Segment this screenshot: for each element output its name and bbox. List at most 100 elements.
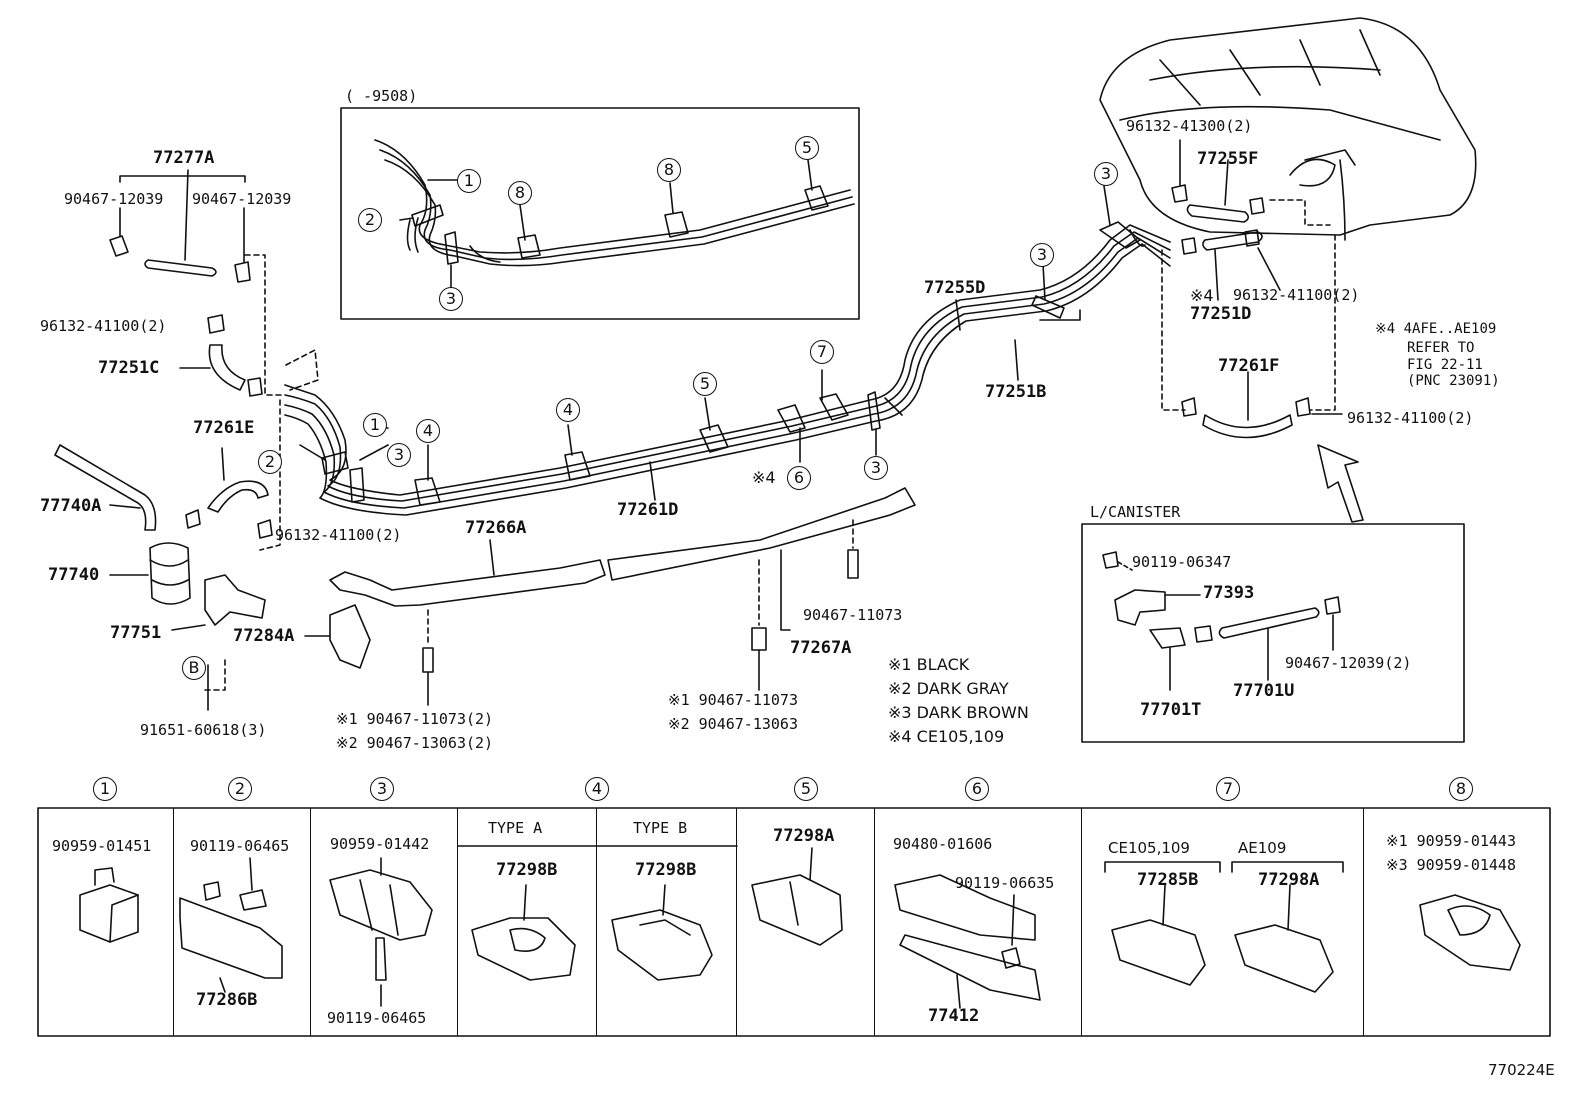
- table-header-1: 1: [93, 777, 117, 801]
- clip-can: [1194, 625, 1213, 643]
- callout-6: 6: [787, 466, 811, 490]
- table-cell-5: [737, 808, 875, 1036]
- clip-junction: [247, 377, 263, 397]
- part-sketch-6: [894, 874, 1041, 1009]
- clip-left-b: [234, 261, 251, 283]
- inset-callout-8b: 8: [657, 158, 681, 182]
- parts-table-frame: [37, 807, 1551, 1037]
- inset-callout-5: 5: [795, 136, 819, 160]
- inset-callout-8a: 8: [508, 181, 532, 205]
- inset-clamps: [411, 185, 829, 265]
- table-header-6: 6: [965, 777, 989, 801]
- note-mark-6: ※4: [752, 468, 776, 487]
- hose-77251C: [208, 344, 246, 391]
- pipe-77740A: [54, 444, 157, 531]
- bolt-left: [422, 647, 434, 673]
- label-96132-41100-d: 96132-41100(2): [1347, 409, 1474, 427]
- bracket-77393: [1114, 589, 1166, 626]
- callout-5: 5: [693, 372, 717, 396]
- callout-3b: 3: [864, 456, 888, 480]
- t2-part-top: 90119-06465: [190, 837, 290, 855]
- clip-96132-b: [257, 519, 273, 539]
- bracket-77284A: [329, 604, 371, 669]
- part-sketch-1: [79, 867, 139, 943]
- label-77267A: 77267A: [790, 638, 852, 658]
- bolt-note-mid-2: ※2 90467-13063: [668, 715, 798, 733]
- part-sketch-4b: [611, 884, 713, 981]
- callout-3d: 3: [1094, 162, 1118, 186]
- bolt-90119-06347: [1102, 551, 1119, 569]
- callout-b: B: [182, 656, 206, 680]
- label-77261D: 77261D: [617, 500, 679, 520]
- part-sketch-7b: [1234, 884, 1334, 993]
- label-77255D: 77255D: [924, 278, 986, 298]
- label-77261F: 77261F: [1218, 356, 1280, 376]
- table-cell-6: [875, 808, 1082, 1036]
- label-90119-06347: 90119-06347: [1132, 553, 1232, 571]
- t8-line1: ※1 90959-01443: [1386, 832, 1516, 850]
- callout-3a: 3: [387, 443, 411, 467]
- refer-note-4: (PNC 23091): [1407, 373, 1500, 389]
- callout-1: 1: [363, 413, 387, 437]
- label-77701U: 77701U: [1233, 681, 1295, 701]
- table-cell-4b: [597, 808, 737, 1036]
- t4b-type: TYPE B: [633, 819, 688, 837]
- label-77261E: 77261E: [193, 418, 255, 438]
- refer-note-2: REFER TO: [1407, 340, 1475, 356]
- t4b-part: 77298B: [635, 860, 697, 880]
- label-77284A: 77284A: [233, 626, 295, 646]
- label-90467-12039-b: 90467-12039: [192, 190, 292, 208]
- t7-part-a: 77285B: [1137, 870, 1199, 890]
- canister-77740: [149, 542, 191, 605]
- table-header-8: 8: [1449, 777, 1473, 801]
- inset-callout-3: 3: [439, 287, 463, 311]
- bolt-mid-b: [751, 627, 767, 651]
- label-77251B: 77251B: [985, 382, 1047, 402]
- inset-pipe-bundle: [374, 139, 855, 267]
- t7-sub-b: AE109: [1238, 839, 1287, 857]
- t3-part-top: 90959-01442: [330, 835, 430, 853]
- part-sketch-4a: [471, 884, 576, 981]
- bolt-note-left-2: ※2 90467-13063(2): [336, 734, 494, 752]
- color-legend-2: ※2 DARK GRAY: [888, 679, 1009, 698]
- hose-77261F: [1202, 414, 1293, 439]
- label-90467-12039-c: 90467-12039(2): [1285, 654, 1412, 672]
- t6-part-bottom: 77412: [928, 1006, 980, 1026]
- label-77251C: 77251C: [98, 358, 160, 378]
- bracket-77751: [204, 574, 266, 626]
- label-96132-41100-a: 96132-41100(2): [40, 317, 167, 335]
- clip-r-d: [1181, 397, 1197, 417]
- inset-callout-1: 1: [457, 169, 481, 193]
- label-91651-60618: 91651-60618(3): [140, 721, 267, 739]
- table-cell-1: [38, 808, 174, 1036]
- color-legend-4: ※4 CE105,109: [888, 727, 1005, 746]
- clip-r-b: [1181, 237, 1197, 255]
- table-cell-4a: [458, 808, 597, 1036]
- callout-7: 7: [810, 340, 834, 364]
- table-header-3: 3: [370, 777, 394, 801]
- t6-part-top: 90480-01606: [893, 835, 993, 853]
- figure-id: 770224E: [1488, 1061, 1555, 1079]
- canister-title: L/CANISTER: [1090, 503, 1181, 521]
- color-legend-3: ※3 DARK BROWN: [888, 703, 1029, 722]
- table-cell-2: [174, 808, 311, 1036]
- label-77277A: 77277A: [153, 148, 215, 168]
- table-header-5: 5: [794, 777, 818, 801]
- label-77266A: 77266A: [465, 518, 527, 538]
- label-90467-12039-a: 90467-12039: [64, 190, 164, 208]
- label-77701T: 77701T: [1140, 700, 1202, 720]
- label-77740: 77740: [48, 565, 100, 585]
- rail-77266A: [329, 559, 606, 607]
- hose-77261E: [207, 480, 269, 513]
- table-header-2: 2: [228, 777, 252, 801]
- clip-77261E: [185, 509, 201, 529]
- view-arrow: [1317, 444, 1364, 523]
- label-77740A: 77740A: [40, 496, 102, 516]
- callout-4b: 4: [556, 398, 580, 422]
- main-pipe-clamps: [321, 221, 1141, 506]
- bolt-note-left-1: ※1 90467-11073(2): [336, 710, 494, 728]
- part-sketch-2: [179, 857, 283, 993]
- t8-line2: ※3 90959-01448: [1386, 856, 1516, 874]
- note-mark-4: ※4: [1190, 286, 1214, 305]
- clip-left-a: [109, 235, 129, 257]
